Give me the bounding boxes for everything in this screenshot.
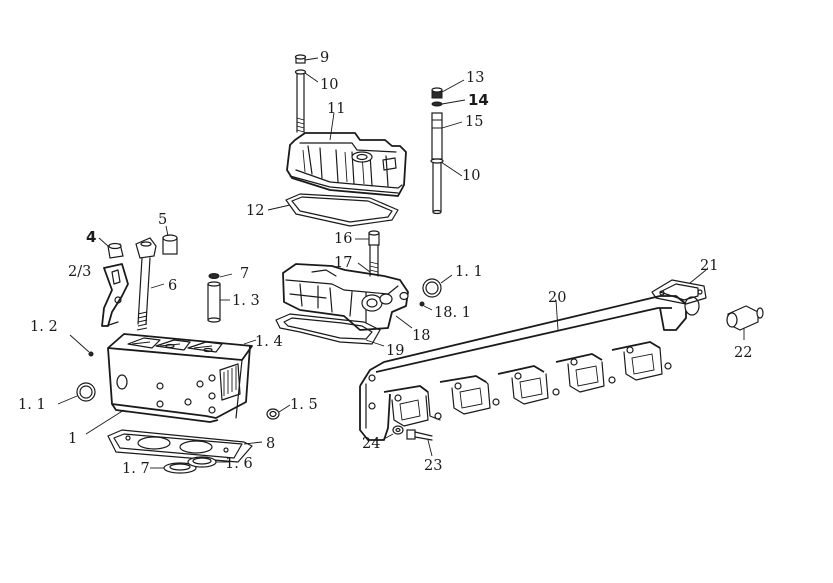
callout-17: 17 xyxy=(334,255,352,271)
part-23-24-bolt-washer xyxy=(381,425,433,457)
part-1-1-seal-ring-left xyxy=(57,382,96,405)
part-18-1-pin xyxy=(419,301,433,311)
part-18-housing xyxy=(282,263,413,331)
part-1-cylinder-head xyxy=(85,333,257,435)
callout-1-4: 1. 4 xyxy=(255,334,283,350)
part-1-5-seal xyxy=(266,404,291,420)
callout-10-right: 10 xyxy=(462,168,480,184)
part-5-sleeve xyxy=(162,225,178,255)
callout-1-3: 1. 3 xyxy=(232,293,260,309)
callout-7: 7 xyxy=(240,266,249,282)
callout-22: 22 xyxy=(734,345,752,361)
callout-14: 14 xyxy=(468,91,489,109)
callout-10-top: 10 xyxy=(320,77,338,93)
part-11-valve-cover xyxy=(286,112,407,197)
callout-1-5: 1. 5 xyxy=(290,397,318,413)
callout-5: 5 xyxy=(158,212,167,228)
callout-4: 4 xyxy=(86,228,96,246)
part-1-1-seal-ring-right xyxy=(422,274,453,298)
callout-11: 11 xyxy=(327,101,345,117)
part-2-3-rocker-arm xyxy=(101,263,129,327)
callout-1-1-right: 1. 1 xyxy=(455,264,483,280)
part-22-plug xyxy=(726,305,764,340)
part-4-nut xyxy=(98,237,124,259)
part-1-7-valve-seat xyxy=(150,462,197,474)
callout-9: 9 xyxy=(320,50,329,66)
part-9-cover-bolt xyxy=(294,54,319,133)
part-21-flange xyxy=(651,269,707,305)
callout-2-3: 2/3 xyxy=(68,264,91,280)
part-7-1-3-valve-guide xyxy=(207,273,233,323)
callout-8: 8 xyxy=(266,436,275,452)
part-13-15-injector-stud xyxy=(430,79,466,215)
part-16-17-bolt xyxy=(355,230,380,277)
part-1-6-valve-seat xyxy=(187,456,230,468)
callout-1-6: 1. 6 xyxy=(225,456,253,472)
callout-12: 12 xyxy=(246,203,264,219)
part-12-cover-gasket xyxy=(267,193,399,227)
callout-1: 1 xyxy=(68,431,77,447)
callout-16: 16 xyxy=(334,231,352,247)
callout-13: 13 xyxy=(466,70,484,86)
callout-24: 24 xyxy=(362,436,380,452)
callout-1-2: 1. 2 xyxy=(30,319,58,335)
part-1-2-pin xyxy=(69,334,94,357)
callout-18-1: 18. 1 xyxy=(434,305,471,321)
part-6-pushrod xyxy=(135,237,165,331)
part-19-housing-gasket xyxy=(275,313,385,347)
callout-6: 6 xyxy=(168,278,177,294)
callout-20: 20 xyxy=(548,290,566,306)
part-8-head-gasket xyxy=(107,429,263,463)
part-20-intake-manifold xyxy=(359,295,700,441)
callout-19: 19 xyxy=(386,343,404,359)
callout-15: 15 xyxy=(465,114,483,130)
callout-18: 18 xyxy=(412,328,430,344)
callout-1-1-left: 1. 1 xyxy=(18,397,46,413)
callout-21: 21 xyxy=(700,258,718,274)
callout-23: 23 xyxy=(424,458,442,474)
callout-1-7: 1. 7 xyxy=(122,461,150,477)
